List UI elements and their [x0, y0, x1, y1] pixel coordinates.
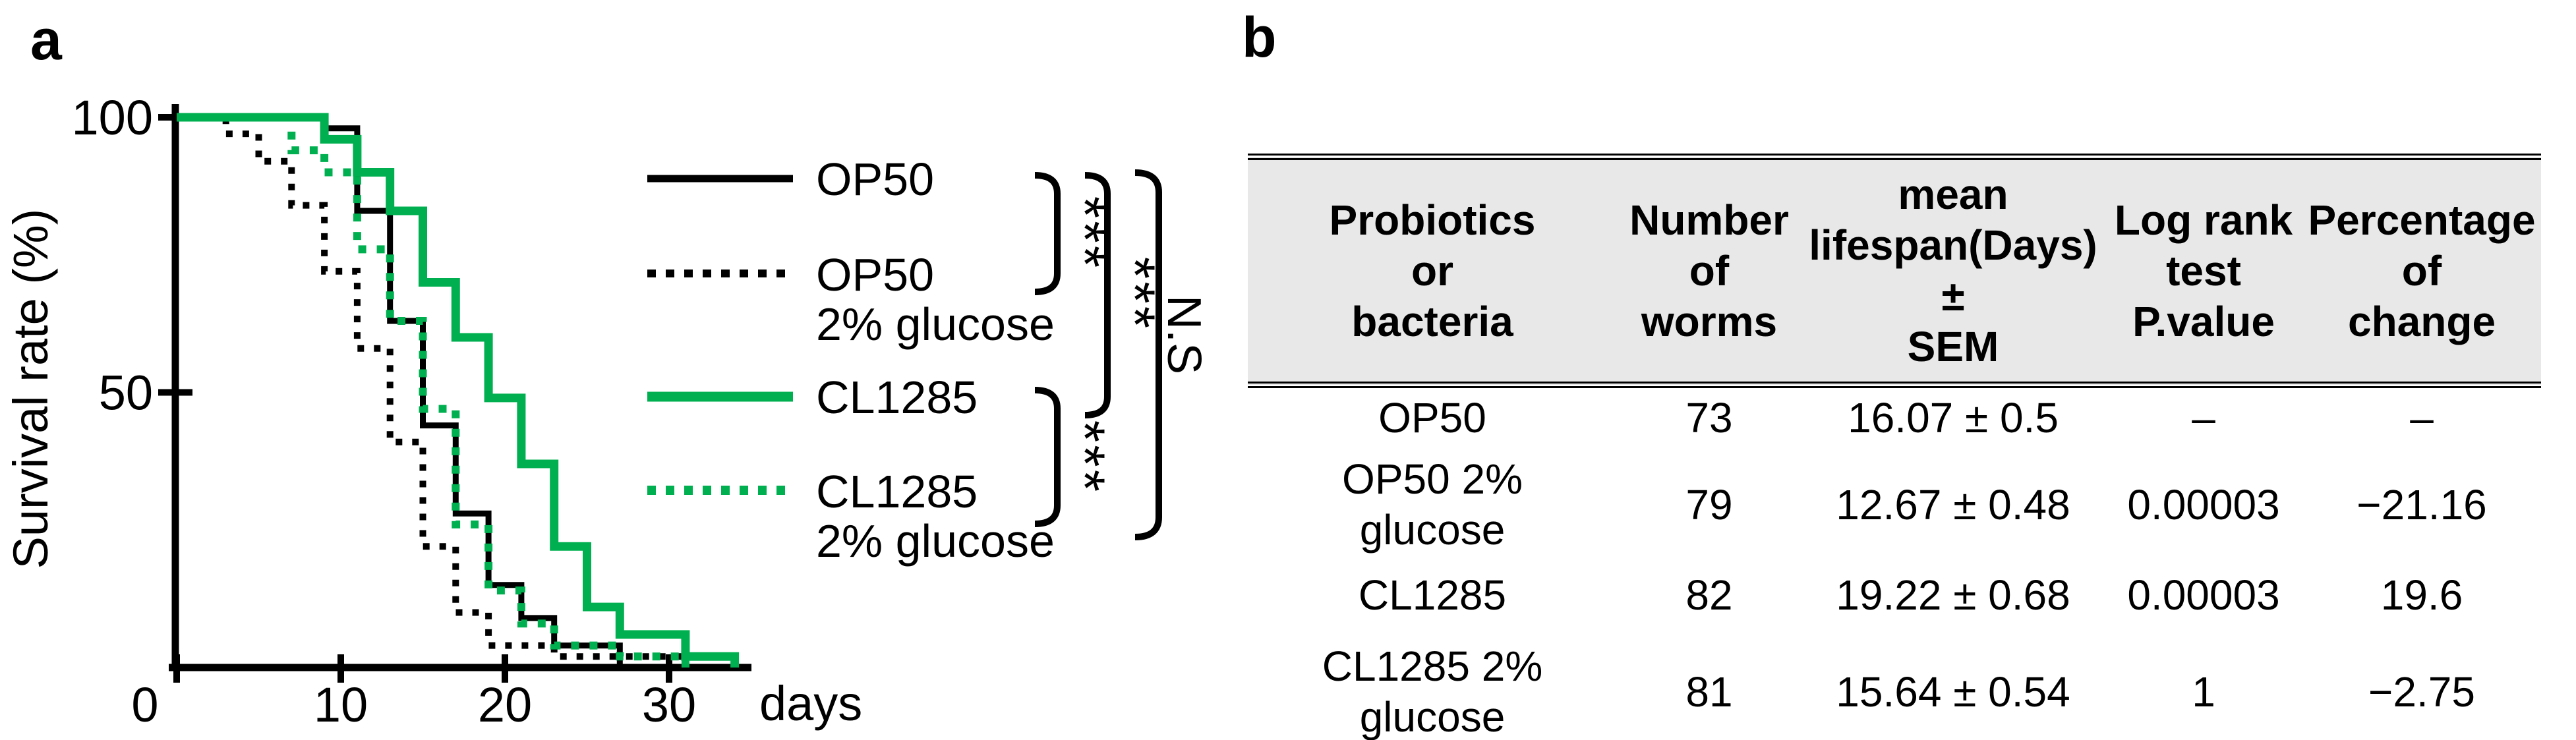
survival-curve-cl1285 — [177, 113, 740, 668]
cell-pvalue: 0.00003 — [2127, 480, 2280, 528]
cell-pvalue: 1 — [2192, 668, 2215, 716]
sig-stars-op50-vs-cl1285: *** — [1103, 257, 1166, 331]
cell-bacteria: OP50 2% glucose — [1342, 455, 1523, 554]
legend-label-cl1285-glucose-1: CL1285 — [816, 466, 978, 517]
y-axis-title: Survival rate (%) — [3, 209, 58, 569]
cell-pct-change: −2.75 — [2368, 668, 2475, 716]
cell-pvalue: 0.00003 — [2127, 571, 2280, 619]
sig-bracket-ns-op50-vs-cl1285glucose — [1134, 169, 1162, 540]
table-row: CL1285 82 19.22 ± 0.68 0.00003 19.6 — [1248, 561, 2541, 629]
cell-mean-lifespan: 15.64 ± 0.54 — [1836, 668, 2070, 716]
cell-bacteria: OP50 — [1378, 394, 1486, 441]
cell-mean-lifespan: 16.07 ± 0.5 — [1848, 394, 2059, 441]
sig-bracket-op50-vs-cl1285 — [1084, 172, 1111, 418]
col-header-logrank-pvalue: Log rank test P.value — [2105, 154, 2302, 388]
x-tick-label: 10 — [314, 677, 368, 732]
cell-bacteria: CL1285 2% glucose — [1322, 642, 1543, 740]
survival-curves — [177, 113, 740, 668]
sig-bracket-op50-vs-op50glucose — [1034, 172, 1061, 295]
sig-stars-cl1285-vs-cl1285glucose: *** — [1053, 420, 1116, 494]
survival-curve-cl1285-2-glucose — [177, 113, 689, 668]
y-tick-label: 100 — [72, 90, 153, 145]
axis-ticks: 0 10 20 30 100 50 — [72, 90, 697, 732]
cell-bacteria: CL1285 — [1358, 571, 1507, 619]
legend-label-cl1285-glucose-2: 2% glucose — [816, 515, 1055, 567]
col-header-percentage-change: Percentage of change — [2302, 154, 2541, 388]
legend-label-op50-glucose-1: OP50 — [816, 249, 934, 300]
panel-a-label: a — [30, 9, 62, 72]
survival-chart: 0 10 20 30 100 50 Survival rate (%) days OP50… — [3, 90, 1210, 732]
sig-bracket-cl1285-vs-cl1285glucose — [1034, 387, 1061, 527]
cell-pct-change: −21.16 — [2356, 480, 2487, 528]
cell-n-worms: 81 — [1685, 668, 1733, 716]
x-tick-label: 0 — [131, 677, 158, 732]
cell-mean-lifespan: 19.22 ± 0.68 — [1836, 571, 2070, 619]
table-row: OP50 2% glucose 79 12.67 ± 0.48 0.00003 … — [1248, 448, 2541, 561]
sig-ns-label: N.S — [1157, 295, 1210, 374]
survival-curve-op50-2-glucose — [177, 114, 689, 668]
panel-b-label: b — [1242, 6, 1277, 69]
legend-label-op50-glucose-2: 2% glucose — [816, 299, 1055, 350]
legend-label-op50: OP50 — [816, 154, 934, 205]
sig-stars-op50-vs-op50glucose: *** — [1053, 196, 1116, 270]
survival-curve-op50 — [177, 114, 623, 668]
table-row: CL1285 2% glucose 81 15.64 ± 0.54 1 −2.7… — [1248, 629, 2541, 740]
cell-n-worms: 79 — [1685, 480, 1733, 528]
cell-pct-change: – — [2410, 394, 2434, 441]
cell-pvalue: – — [2192, 394, 2215, 441]
cell-pct-change: 19.6 — [2380, 571, 2463, 619]
x-tick-label: 30 — [642, 677, 696, 732]
y-tick-label: 50 — [99, 366, 153, 420]
x-tick-label: 20 — [478, 677, 532, 732]
cell-n-worms: 82 — [1685, 571, 1733, 619]
legend-label-cl1285: CL1285 — [816, 372, 978, 423]
col-header-probiotics: Probiotics or bacteria — [1248, 154, 1617, 388]
lifespan-stats-table: Probiotics or bacteria Number of worms m… — [1248, 154, 2541, 740]
table-header-row: Probiotics or bacteria Number of worms m… — [1248, 154, 2541, 388]
cell-mean-lifespan: 12.67 ± 0.48 — [1836, 480, 2070, 528]
x-axis-unit-label: days — [759, 676, 862, 731]
col-header-mean-lifespan: mean lifespan(Days) ± SEM — [1801, 154, 2105, 388]
cell-n-worms: 73 — [1685, 394, 1733, 441]
col-header-number-of-worms: Number of worms — [1617, 154, 1801, 388]
table-row: OP50 73 16.07 ± 0.5 – – — [1248, 385, 2541, 448]
